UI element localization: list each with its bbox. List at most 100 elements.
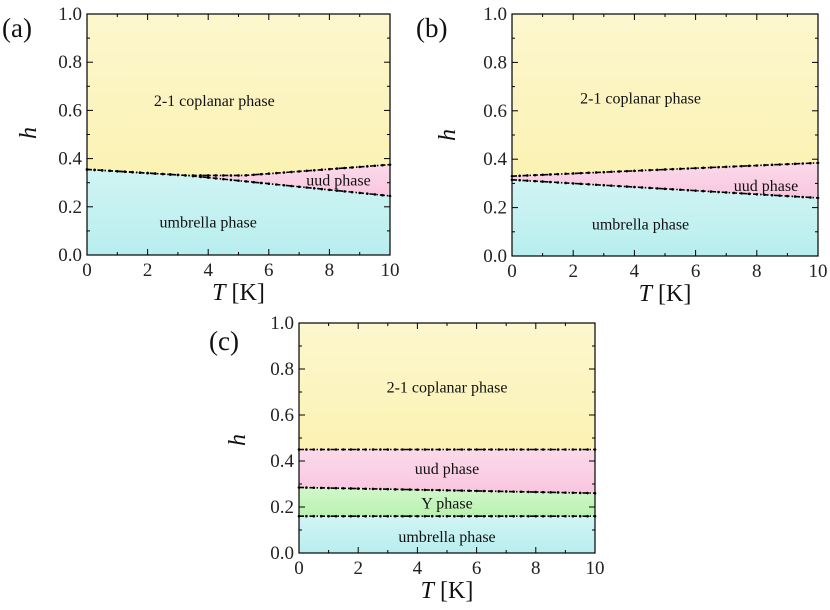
boundary-dot	[438, 488, 441, 492]
boundary-dot	[467, 489, 471, 493]
y-tick-label: 1.0	[483, 4, 507, 25]
boundary-dot	[490, 489, 493, 493]
boundary-dot	[482, 448, 486, 451]
boundary-dot	[342, 514, 345, 518]
boundary-dot	[648, 168, 651, 172]
region-label: 2-1 coplanar phase	[154, 93, 275, 110]
boundary-dot	[153, 172, 157, 175]
boundary-dot	[364, 487, 367, 491]
boundary-dot	[393, 448, 397, 451]
boundary-dot	[633, 185, 636, 189]
boundary-dot	[423, 514, 427, 518]
region-label: Y phase	[421, 496, 472, 513]
boundary-dot	[460, 514, 464, 518]
boundary-dot	[732, 191, 736, 195]
y-tick-label: 0.4	[483, 149, 507, 170]
boundary-dot	[358, 191, 362, 195]
boundary-dot	[717, 190, 720, 194]
boundary-dot	[445, 489, 449, 492]
boundary-dot	[694, 166, 697, 170]
boundary-dot	[430, 448, 434, 451]
boundary-dot	[305, 448, 308, 451]
boundary-dot	[312, 187, 316, 190]
boundary-dot	[732, 165, 736, 168]
boundary-dot	[526, 179, 529, 182]
boundary-dot	[320, 168, 324, 172]
boundary-dot	[541, 173, 544, 177]
boundary-dot	[724, 165, 728, 169]
boundary-dot	[656, 187, 659, 190]
boundary-dot	[587, 183, 590, 186]
boundary-dot	[740, 192, 743, 195]
boundary-dot	[763, 193, 766, 197]
boundary-dot	[475, 489, 478, 493]
boundary-dot	[625, 185, 629, 188]
boundary-dot	[297, 170, 301, 173]
boundary-dot	[349, 514, 353, 518]
boundary-dot	[373, 193, 377, 196]
boundary-dot	[312, 514, 316, 518]
boundary-dot	[534, 448, 538, 451]
boundary-dot	[365, 192, 369, 195]
y-tick-label: 0.2	[483, 198, 507, 219]
boundary-dot	[512, 514, 515, 518]
panel-label: (a)	[2, 13, 32, 43]
boundary-dot	[586, 491, 589, 495]
region-label: 2-1 coplanar phase	[387, 379, 508, 396]
boundary-dot	[571, 448, 575, 451]
boundary-dot	[579, 182, 583, 186]
y-tick-label: 0.8	[483, 52, 507, 73]
boundary-dot	[770, 163, 774, 167]
boundary-dot	[571, 182, 575, 185]
boundary-dot	[571, 491, 575, 495]
boundary-dot	[453, 448, 456, 451]
boundary-dot	[131, 170, 134, 174]
boundary-dot	[610, 184, 613, 187]
boundary-dot	[579, 171, 583, 175]
region-fill-3	[299, 516, 595, 553]
region-fill-0	[512, 14, 818, 177]
boundary-dot	[527, 490, 530, 494]
boundary-dot	[686, 188, 690, 192]
boundary-dot	[709, 166, 713, 169]
x-tick-label: 4	[203, 260, 213, 281]
boundary-dot	[244, 174, 248, 177]
boundary-dot	[445, 514, 449, 518]
boundary-dot	[379, 487, 382, 491]
boundary-dot	[328, 188, 331, 192]
boundary-dot	[222, 177, 225, 181]
boundary-dot	[701, 166, 705, 170]
boundary-dot	[305, 186, 308, 189]
boundary-dot	[237, 174, 240, 177]
boundary-dot	[793, 162, 797, 166]
boundary-dot	[786, 162, 789, 166]
boundary-dot	[717, 165, 720, 169]
boundary-dot	[578, 514, 582, 518]
boundary-dot	[349, 487, 353, 490]
boundary-dot	[319, 448, 323, 451]
boundary-dot	[519, 514, 523, 518]
boundary-dot	[381, 193, 384, 197]
boundary-dot	[679, 167, 682, 171]
boundary-dot	[534, 514, 538, 518]
x-tick-label: 10	[809, 261, 828, 282]
y-tick-label: 0.4	[58, 149, 82, 170]
region-label: uud phase	[306, 172, 370, 189]
boundary-dot	[290, 184, 293, 188]
boundary-dot	[541, 514, 545, 518]
panel-label: (c)	[209, 326, 239, 356]
boundary-dot	[206, 174, 210, 177]
boundary-dot	[379, 514, 382, 518]
boundary-dot	[602, 183, 606, 187]
x-tick-label: 4	[630, 261, 640, 282]
boundary-dot	[763, 163, 766, 167]
boundary-dot	[214, 174, 218, 177]
boundary-dot	[809, 196, 812, 199]
boundary-dot	[364, 448, 367, 451]
boundary-dot	[267, 182, 271, 186]
boundary-dot	[564, 181, 567, 185]
boundary-dot	[350, 166, 354, 169]
